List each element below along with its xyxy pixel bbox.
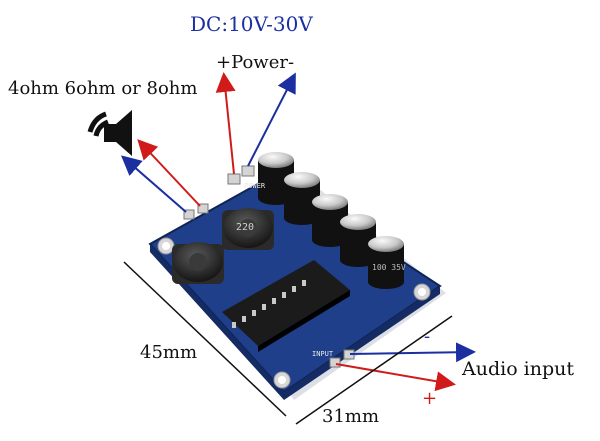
power-pad-label: POWER — [244, 182, 266, 190]
inductor-marking: 220 — [236, 222, 254, 233]
width-dimension-line — [295, 315, 453, 425]
input-plus-sign: + — [422, 388, 438, 409]
input-minus-sign: - — [424, 326, 431, 347]
audio-input-label: Audio input — [462, 358, 575, 380]
inductor-2: 220 — [222, 208, 274, 250]
capacitor-1 — [258, 152, 294, 205]
input-pad-label: INPUT — [312, 350, 334, 358]
speaker-minus-wire — [120, 155, 187, 213]
power-label: +Power- — [216, 52, 295, 73]
capacitor-marking: 100 35V — [372, 263, 406, 272]
capacitor-4 — [340, 214, 376, 267]
capacitor-5: 100 35V — [368, 236, 406, 289]
length-dimension-line — [123, 261, 287, 417]
length-label: 45mm — [140, 342, 198, 363]
power-plus-wire — [215, 72, 236, 175]
speaker-impedance-label: 4ohm 6ohm or 8ohm — [8, 78, 198, 99]
inductor-1 — [172, 242, 224, 284]
supply-voltage-label: DC:10V-30V — [190, 12, 313, 36]
speaker-pads — [183, 203, 209, 220]
input-pads: INPUT — [312, 349, 355, 368]
input-minus-wire — [349, 342, 476, 363]
width-label: 31mm — [322, 406, 380, 427]
amplifier-chip — [222, 260, 350, 352]
speaker-plus-wire — [137, 139, 201, 207]
input-plus-wire — [335, 363, 456, 392]
speaker-icon — [87, 110, 132, 156]
power-minus-wire — [247, 72, 296, 167]
